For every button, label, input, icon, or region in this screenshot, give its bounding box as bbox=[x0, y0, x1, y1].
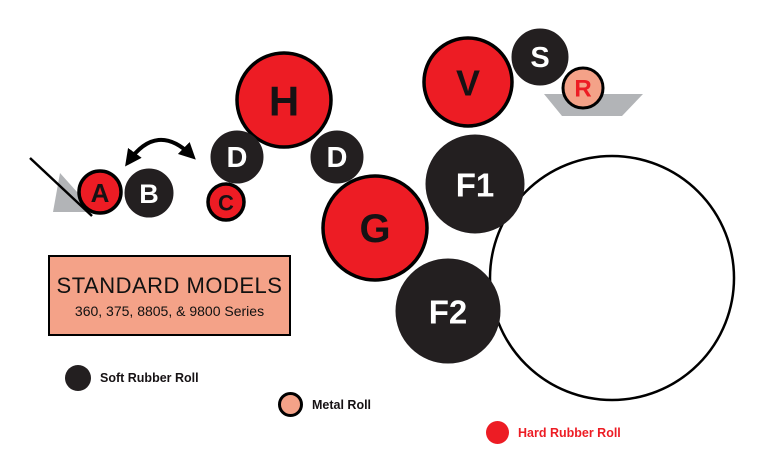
roller-d-right-circle bbox=[310, 130, 364, 184]
roller-g-circle bbox=[321, 174, 429, 282]
rotation-arrow bbox=[125, 138, 196, 167]
roller-v-circle bbox=[422, 36, 514, 128]
roller-v-label: V bbox=[456, 63, 480, 104]
roller-r: R bbox=[561, 66, 605, 110]
roller-f2-circle bbox=[395, 258, 501, 364]
roller-v: V bbox=[422, 36, 514, 128]
roller-g: G bbox=[321, 174, 429, 282]
models-subtitle: 360, 375, 8805, & 9800 Series bbox=[74, 302, 265, 319]
legend-label-metal: Metal Roll bbox=[312, 397, 372, 412]
roller-a: A bbox=[77, 169, 123, 215]
models-title: STANDARD MODELS bbox=[56, 272, 283, 298]
legend-label-hard-rubber: Hard Rubber Roll bbox=[518, 425, 621, 440]
roller-r-label: R bbox=[574, 76, 591, 103]
roller-h-circle bbox=[235, 51, 333, 149]
roller-c: C bbox=[206, 182, 246, 222]
roller-h-label: H bbox=[269, 78, 299, 125]
soft-rubber-swatch-icon bbox=[65, 365, 91, 391]
roller-s-label: S bbox=[530, 42, 549, 74]
roller-d-right: D bbox=[310, 130, 364, 184]
roller-s: S bbox=[511, 28, 569, 86]
metal-swatch-icon bbox=[278, 392, 303, 417]
impression-cylinder bbox=[488, 154, 736, 402]
roller-g-label: G bbox=[359, 207, 390, 251]
roller-b-label: B bbox=[139, 179, 159, 209]
roller-f2-label: F2 bbox=[429, 294, 468, 331]
roller-r-circle bbox=[561, 66, 605, 110]
roller-f2: F2 bbox=[395, 258, 501, 364]
roller-s-circle bbox=[511, 28, 569, 86]
roller-c-label: C bbox=[218, 191, 234, 216]
legend-item-metal: Metal Roll bbox=[278, 392, 371, 417]
roller-d-right-label: D bbox=[327, 142, 348, 174]
roller-a-circle bbox=[77, 169, 123, 215]
roller-f1-label: F1 bbox=[456, 167, 495, 204]
feed-blade-line bbox=[29, 157, 93, 217]
roller-d-left-circle bbox=[210, 130, 264, 184]
legend-item-hard-rubber: Hard Rubber Roll bbox=[486, 421, 621, 444]
roller-f1-circle bbox=[425, 134, 525, 234]
hard-rubber-swatch-icon bbox=[486, 421, 509, 444]
roller-h: H bbox=[235, 51, 333, 149]
roller-b: B bbox=[124, 168, 174, 218]
roller-b-circle bbox=[124, 168, 174, 218]
roller-d-left-label: D bbox=[227, 142, 248, 174]
roller-c-circle bbox=[206, 182, 246, 222]
roller-a-label: A bbox=[91, 178, 110, 208]
roller-d-left: D bbox=[210, 130, 264, 184]
standard-models-box: STANDARD MODELS 360, 375, 8805, & 9800 S… bbox=[48, 255, 291, 336]
legend-label-soft-rubber: Soft Rubber Roll bbox=[100, 371, 199, 385]
legend-item-soft-rubber: Soft Rubber Roll bbox=[65, 365, 199, 391]
roller-f1: F1 bbox=[425, 134, 525, 234]
